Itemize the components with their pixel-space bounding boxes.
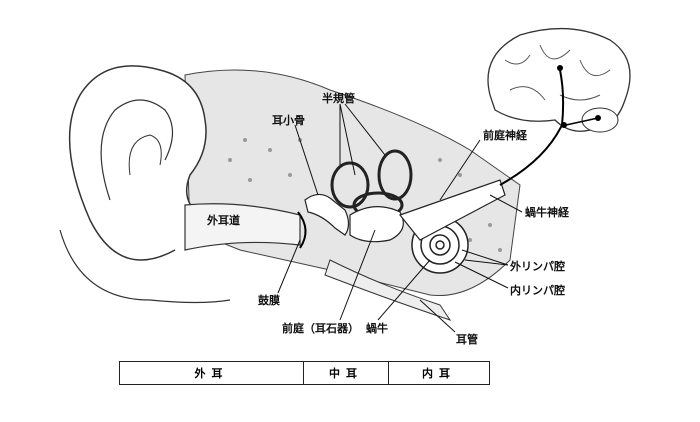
label-semicircular-canals: 半規管 — [322, 92, 355, 105]
label-eustachian-tube: 耳管 — [456, 333, 478, 346]
region-inner-ear: 内耳 — [422, 367, 456, 380]
label-vestibular-nerve: 前庭神経 — [483, 129, 527, 142]
region-middle-ear: 中耳 — [304, 362, 389, 384]
semicircular-canal-1 — [330, 161, 370, 209]
label-cochlear-nerve: 蝸牛神経 — [525, 206, 569, 219]
auricle — [68, 65, 207, 261]
label-cochlea: 蝸牛 — [366, 322, 388, 335]
leader-lines — [277, 103, 523, 333]
brain — [487, 27, 631, 132]
eardrum-shape — [297, 211, 307, 249]
label-endolymph-space: 内リンパ腔 — [510, 284, 565, 297]
ear-canal — [184, 203, 301, 251]
label-ossicles: 耳小骨 — [272, 114, 305, 127]
nerve-bundle — [399, 179, 506, 241]
eustachian-tube — [324, 259, 452, 321]
label-ear-canal: 外耳道 — [207, 214, 240, 227]
region-bar: 外耳 中耳 内耳 — [119, 361, 490, 385]
semicircular-canal-2 — [377, 149, 413, 201]
vestibule-shape — [349, 206, 404, 243]
ossicles-shape — [304, 193, 350, 236]
label-perilymph-space: 外リンパ腔 — [510, 260, 565, 273]
region-outer-ear: 外耳 — [120, 362, 304, 384]
label-vestibule: 前庭（耳石器） — [282, 322, 359, 335]
label-eardrum: 鼓膜 — [258, 294, 280, 307]
